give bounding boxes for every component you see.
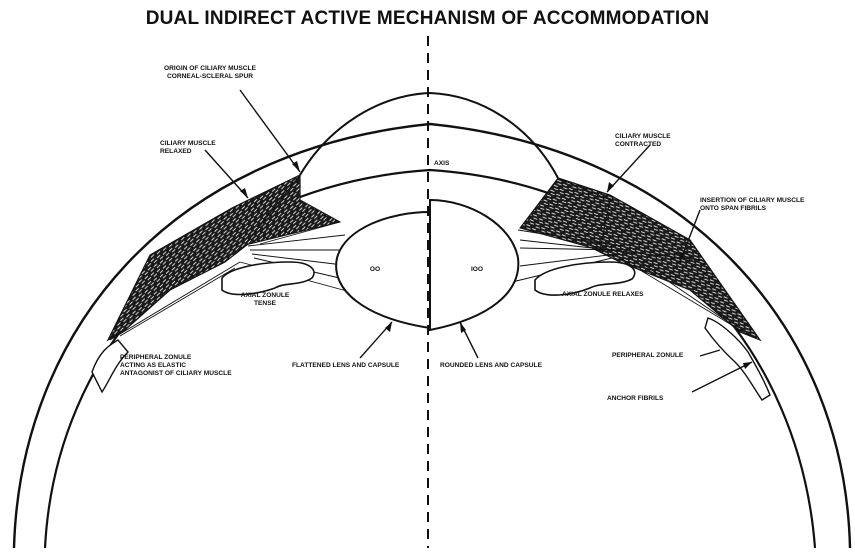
label-lens-right: IOO bbox=[462, 266, 492, 274]
label-relaxed-line2: RELAXED bbox=[160, 148, 216, 156]
label-insertion-line1: INSERTION OF CILIARY MUSCLE bbox=[700, 197, 804, 205]
label-axis: AXIS bbox=[434, 160, 449, 168]
label-peripheral-left-line1: PERIPHERAL ZONULE bbox=[120, 354, 232, 362]
label-peripheral-left-line3: ANTAGONIST OF CILIARY MUSCLE bbox=[120, 370, 232, 378]
label-peripheral-zonule-right: PERIPHERAL ZONULE bbox=[612, 352, 683, 360]
label-flattened-lens: FLATTENED LENS AND CAPSULE bbox=[292, 362, 399, 370]
label-lens-left: OO bbox=[360, 266, 390, 274]
label-rounded-lens: ROUNDED LENS AND CAPSULE bbox=[440, 362, 542, 370]
lens-rounded-right bbox=[430, 200, 518, 330]
label-axial-tense-line1: AXIAL ZONULE bbox=[220, 292, 310, 300]
label-origin-line1: ORIGIN OF CILIARY MUSCLE bbox=[140, 65, 280, 73]
label-contracted-line2: CONTRACTED bbox=[615, 141, 671, 149]
label-peripheral-left-line2: ACTING AS ELASTIC bbox=[120, 362, 232, 370]
label-ciliary-muscle-contracted: CILIARY MUSCLE CONTRACTED bbox=[615, 133, 671, 149]
label-relaxed-line1: CILIARY MUSCLE bbox=[160, 140, 216, 148]
label-ciliary-muscle-relaxed: CILIARY MUSCLE RELAXED bbox=[160, 140, 216, 156]
label-origin-ciliary-muscle: ORIGIN OF CILIARY MUSCLE CORNEAL-SCLERAL… bbox=[140, 65, 280, 81]
label-insertion-ciliary-muscle: INSERTION OF CILIARY MUSCLE ONTO SPAN FI… bbox=[700, 197, 804, 213]
diagram-title: DUAL INDIRECT ACTIVE MECHANISM OF ACCOMM… bbox=[0, 8, 855, 30]
label-axial-tense-line2: TENSE bbox=[220, 300, 310, 308]
label-origin-line2: CORNEAL-SCLERAL SPUR bbox=[140, 73, 280, 81]
label-anchor-fibrils: ANCHOR FIBRILS bbox=[607, 395, 663, 403]
label-insertion-line2: ONTO SPAN FIBRILS bbox=[700, 205, 804, 213]
label-peripheral-zonule-left: PERIPHERAL ZONULE ACTING AS ELASTIC ANTA… bbox=[120, 354, 232, 378]
ciliary-process-left bbox=[222, 262, 314, 294]
label-contracted-line1: CILIARY MUSCLE bbox=[615, 133, 671, 141]
label-axial-zonule-tense: AXIAL ZONULE TENSE bbox=[220, 292, 310, 308]
label-axial-zonule-relaxes: AXIAL ZONULE RELAXES bbox=[562, 291, 644, 299]
